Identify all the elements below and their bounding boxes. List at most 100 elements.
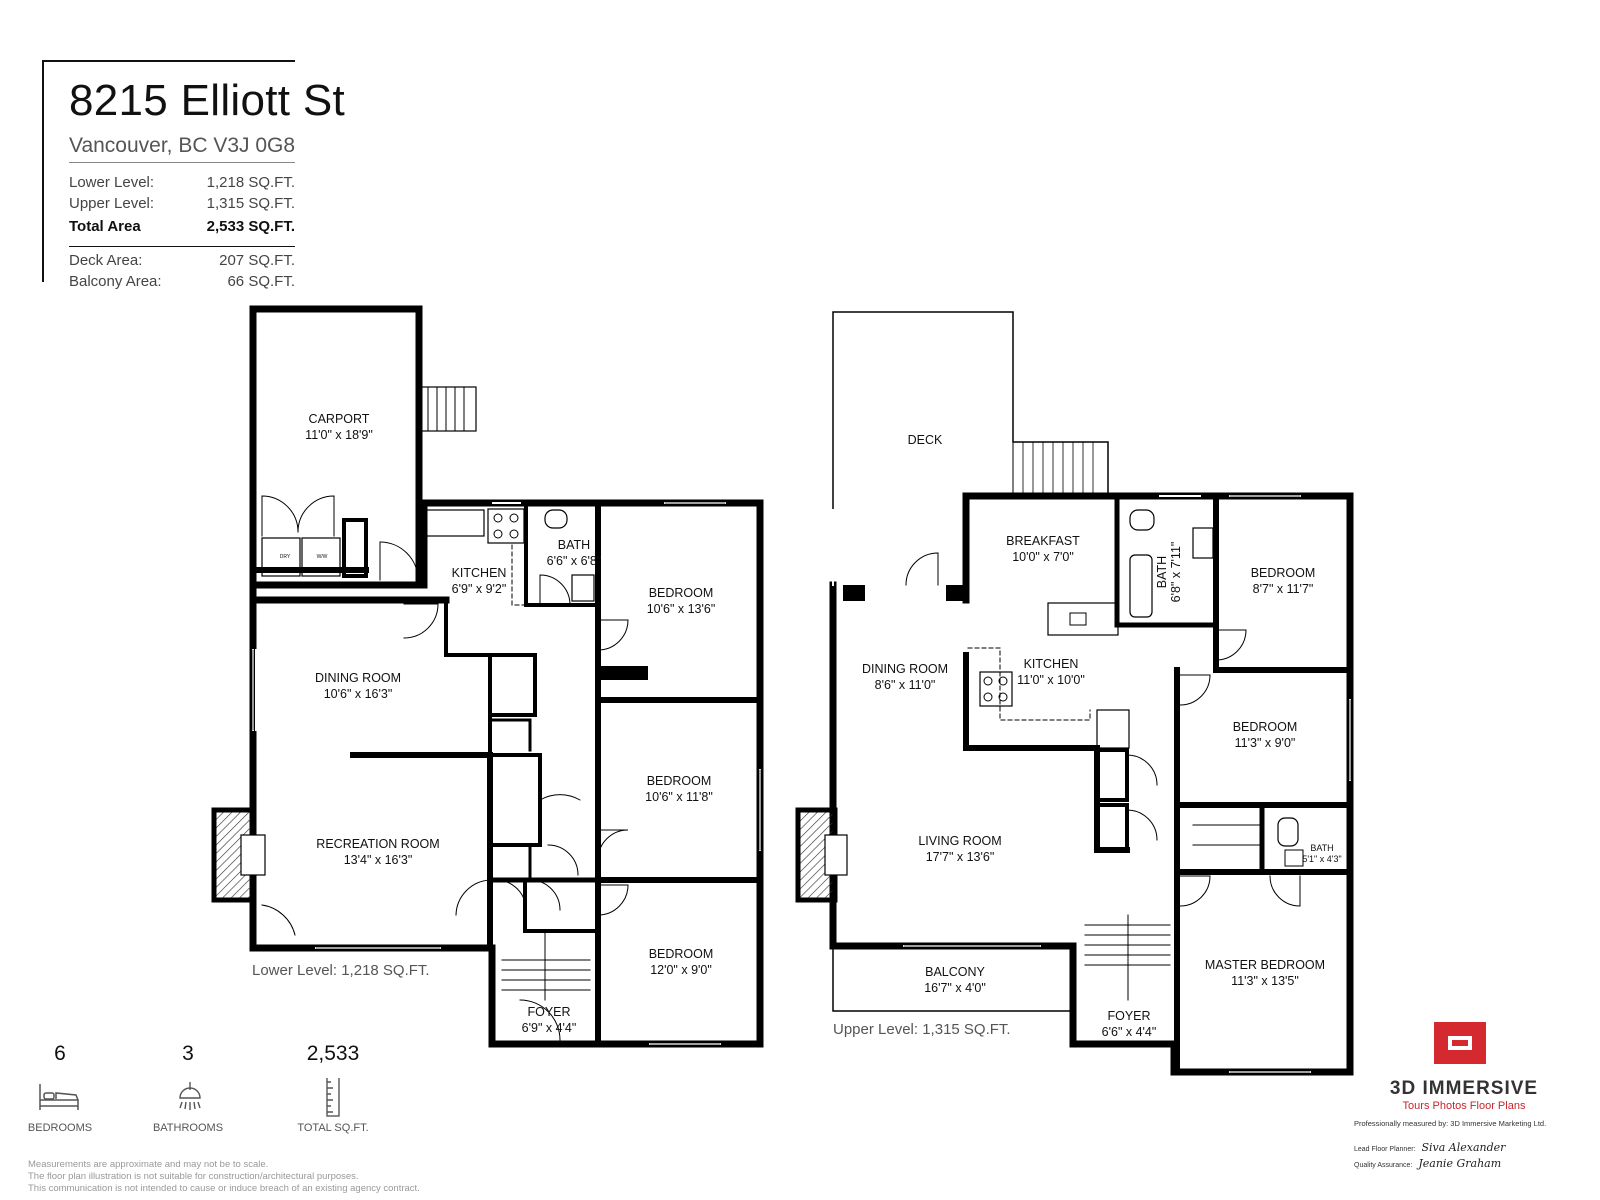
wall-bedroom1-upper xyxy=(1213,493,1353,673)
ruler-icon xyxy=(273,1069,393,1118)
upper-room-labels: DECK BREAKFAST 10'0" x 7'0" BATH 6'8" x … xyxy=(862,433,1342,1039)
total-underline xyxy=(69,246,295,247)
room-dim-breakfast: 10'0" x 7'0" xyxy=(1012,550,1074,564)
subtitle-underline xyxy=(69,162,295,163)
room-dim-bath-lower: 6'6" x 6'8" xyxy=(547,554,602,568)
shower-icon xyxy=(128,1078,248,1118)
door-bed2 xyxy=(597,829,629,861)
fireplace-hearth xyxy=(240,834,266,876)
dryer-label: DRY xyxy=(280,554,291,560)
area-total-value: 2,533 SQ.FT. xyxy=(206,218,295,235)
wall-bath-upper xyxy=(1114,493,1219,628)
kitchen-island xyxy=(1047,602,1119,636)
room-dim-dining-lower: 10'6" x 16'3" xyxy=(324,687,393,701)
door-breakfast xyxy=(905,552,939,586)
exterior-stairs xyxy=(418,386,477,432)
stat-sqft-label: TOTAL SQ.FT. xyxy=(297,1122,369,1134)
room-dim-foyer-upper: 6'6" x 4'4" xyxy=(1102,1025,1157,1039)
upper-window-lines xyxy=(903,495,1351,1073)
area-row-deck: Deck Area: 207 SQ.FT. xyxy=(69,252,295,269)
logo-mark-icon xyxy=(1434,1022,1486,1064)
wall-foyer-inner xyxy=(523,878,600,933)
room-dim-foyer-lower: 6'9" x 4'4" xyxy=(522,1021,577,1035)
door-bath xyxy=(539,574,571,606)
stove-upper xyxy=(979,671,1013,707)
door-rec xyxy=(261,904,296,936)
balcony-outline xyxy=(832,945,1074,1012)
disclaimer-line-1: Measurements are approximate and may not… xyxy=(28,1159,269,1170)
foyer-stairs-upper xyxy=(1084,914,1171,1001)
door-carport xyxy=(379,541,419,581)
bathtub-upper xyxy=(1129,554,1153,618)
door-front-lower xyxy=(519,999,561,1041)
exterior-stair-treads xyxy=(427,386,465,432)
closet-upper-1 xyxy=(1095,748,1129,802)
room-dim-carport: 11'0" x 18'9" xyxy=(305,428,373,442)
logo-tagline: Tours Photos Floor Plans xyxy=(1402,1100,1526,1112)
carport-walls xyxy=(249,305,423,589)
logo-name: 3D IMMERSIVE xyxy=(1389,1078,1539,1099)
qa-label: Quality Assurance: xyxy=(1354,1162,1413,1169)
closet-3 xyxy=(493,753,542,847)
sink-upper xyxy=(1192,527,1214,559)
washer-label: W/W xyxy=(317,554,328,560)
kitchen-counter-dashed xyxy=(511,544,527,606)
carport-closet xyxy=(342,518,368,578)
header-rule-vertical xyxy=(42,60,44,282)
planner-signature: Siva Alexander xyxy=(1421,1141,1506,1154)
fireplace-upper-hearth xyxy=(824,834,848,876)
foyer-stairs xyxy=(501,930,591,1001)
area-lower-value: 1,218 SQ.FT. xyxy=(206,174,295,191)
closet-4 xyxy=(493,843,532,882)
closet-upper-2 xyxy=(1095,803,1129,852)
door-closets-upper xyxy=(1126,754,1158,841)
room-dim-recreation: 13'4" x 16'3" xyxy=(344,853,413,867)
disclaimer-line-2: The floor plan illustration is not suita… xyxy=(28,1171,359,1182)
room-name-breakfast: BREAKFAST xyxy=(1006,534,1080,548)
header-rule-top xyxy=(42,60,295,62)
room-name-balcony: BALCONY xyxy=(925,965,985,979)
stat-bedrooms-label: BEDROOMS xyxy=(27,1122,93,1134)
post-1 xyxy=(843,585,865,601)
room-dim-dining-upper: 8'6" x 11'0" xyxy=(875,678,936,692)
door-bed1 xyxy=(597,619,629,651)
room-name-bedroom1-upper: BEDROOM xyxy=(1251,566,1316,580)
room-name-bath1-upper: BATH xyxy=(1155,556,1169,588)
room-name-bedroom2-lower: BEDROOM xyxy=(647,774,712,788)
room-name-foyer-lower: FOYER xyxy=(527,1005,570,1019)
lower-level-label: Lower Level: 1,218 SQ.FT. xyxy=(252,962,430,979)
hall-closets-upper xyxy=(1192,824,1263,846)
sink-upper-2 xyxy=(1284,849,1304,867)
room-name-bedroom2-upper: BEDROOM xyxy=(1233,720,1298,734)
door-bed3 xyxy=(597,884,629,916)
room-name-foyer-upper: FOYER xyxy=(1107,1009,1150,1023)
measured-by: Professionally measured by: 3D Immersive… xyxy=(1354,1119,1547,1128)
fireplace xyxy=(211,807,256,903)
fridge-upper xyxy=(1096,709,1130,749)
area-deck-label: Deck Area: xyxy=(69,252,143,269)
lower-level-plan xyxy=(211,305,764,1048)
upper-level-plan xyxy=(795,311,1354,1076)
room-dim-living: 17'7" x 13'6" xyxy=(926,850,995,864)
area-upper-value: 1,315 SQ.FT. xyxy=(206,195,295,212)
area-row-lower: Lower Level: 1,218 SQ.FT. xyxy=(69,174,295,191)
room-name-dining-upper: DINING ROOM xyxy=(862,662,948,676)
deck-stairs xyxy=(1012,441,1109,497)
room-dim-bath1-upper: 6'8" x 7'11" xyxy=(1169,542,1183,603)
room-dim-bedroom1-upper: 8'7" x 11'7" xyxy=(1253,582,1314,596)
room-name-bath-lower: BATH xyxy=(558,538,590,552)
door-hall-closet xyxy=(547,844,579,876)
room-dim-bath2-upper: 5'1" x 4'3" xyxy=(1302,854,1341,864)
room-name-bath2-upper: BATH xyxy=(1310,843,1333,853)
room-name-deck: DECK xyxy=(908,433,943,447)
room-name-carport: CARPORT xyxy=(309,412,370,426)
upper-level-label: Upper Level: 1,315 SQ.FT. xyxy=(833,1021,1011,1038)
door-master xyxy=(1179,875,1211,907)
area-upper-label: Upper Level: xyxy=(69,195,155,212)
area-lower-label: Lower Level: xyxy=(69,174,155,191)
door-bed2-upper xyxy=(1179,674,1211,706)
area-deck-value: 207 SQ.FT. xyxy=(219,252,295,269)
room-name-bedroom3-lower: BEDROOM xyxy=(649,947,714,961)
lower-outer-walls xyxy=(249,499,764,1048)
